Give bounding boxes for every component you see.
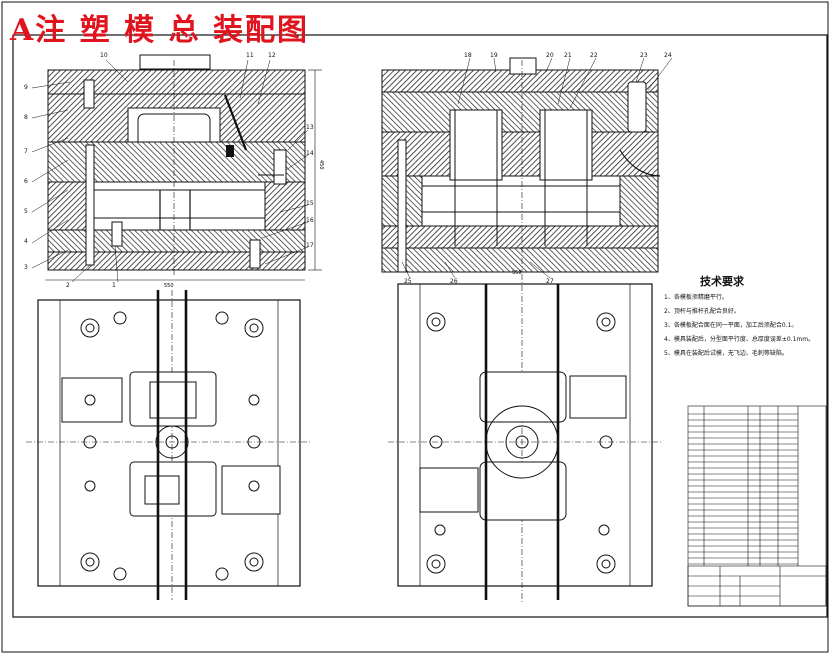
- left-section-view: [31, 54, 322, 283]
- part-number-label: 6: [24, 178, 28, 185]
- part-number-label: 24: [664, 52, 672, 59]
- part-number-label: 4: [24, 238, 28, 245]
- tech-requirement-item: 5、模具在装配后试模，无飞边、毛刺等缺陷。: [664, 350, 788, 357]
- part-number-label: 16: [306, 217, 314, 224]
- tech-requirement-item: 3、各模板配合面在同一平面，加工后须配合0.1。: [664, 322, 798, 329]
- bom-table: [687, 405, 827, 607]
- part-number-label: 27: [546, 278, 554, 285]
- part-number-label: 19: [490, 52, 498, 59]
- part-number-label: 20: [546, 52, 554, 59]
- right-plan-view: [388, 274, 662, 604]
- tech-requirement-item: 4、模具装配后，分型面平行度、总厚度误差±0.1mm。: [664, 336, 815, 343]
- part-number-label: 9: [24, 84, 28, 91]
- part-number-label: 18: [464, 52, 472, 59]
- part-number-label: 21: [564, 52, 572, 59]
- part-number-label: 10: [100, 52, 108, 59]
- part-number-label: 17: [306, 242, 314, 249]
- left-plan-view: [26, 290, 312, 600]
- dimension-width-left: 550: [164, 283, 174, 289]
- part-number-label: 3: [24, 264, 28, 271]
- part-number-label: 2: [66, 282, 70, 289]
- part-number-label: 12: [268, 52, 276, 59]
- tech-requirements-heading: 技术要求: [700, 275, 744, 288]
- part-number-label: 8: [24, 114, 28, 121]
- part-number-label: 25: [404, 278, 412, 285]
- dimension-width-right: 550: [512, 270, 522, 276]
- part-number-label: 11: [246, 52, 254, 59]
- inner-frame: [12, 34, 828, 618]
- part-number-label: 22: [590, 52, 598, 59]
- part-number-label: 5: [24, 208, 28, 215]
- part-number-label: 1: [112, 282, 116, 289]
- part-number-label: 14: [306, 150, 314, 157]
- dimension-height-left: 450: [318, 160, 324, 170]
- part-number-label: 13: [306, 124, 314, 131]
- drawing-title: A注 塑 模 总 装配图: [10, 13, 310, 48]
- tech-requirement-item: 1、各模板须精磨平行。: [664, 294, 728, 301]
- tech-requirement-item: 2、顶杆与推杆孔配合良好。: [664, 308, 740, 315]
- right-section-view: [381, 57, 673, 279]
- part-number-label: 15: [306, 200, 314, 207]
- part-number-label: 26: [450, 278, 458, 285]
- ejector-top-plate: [139, 54, 211, 70]
- part-number-label: 23: [640, 52, 648, 59]
- part-number-label: 7: [24, 148, 28, 155]
